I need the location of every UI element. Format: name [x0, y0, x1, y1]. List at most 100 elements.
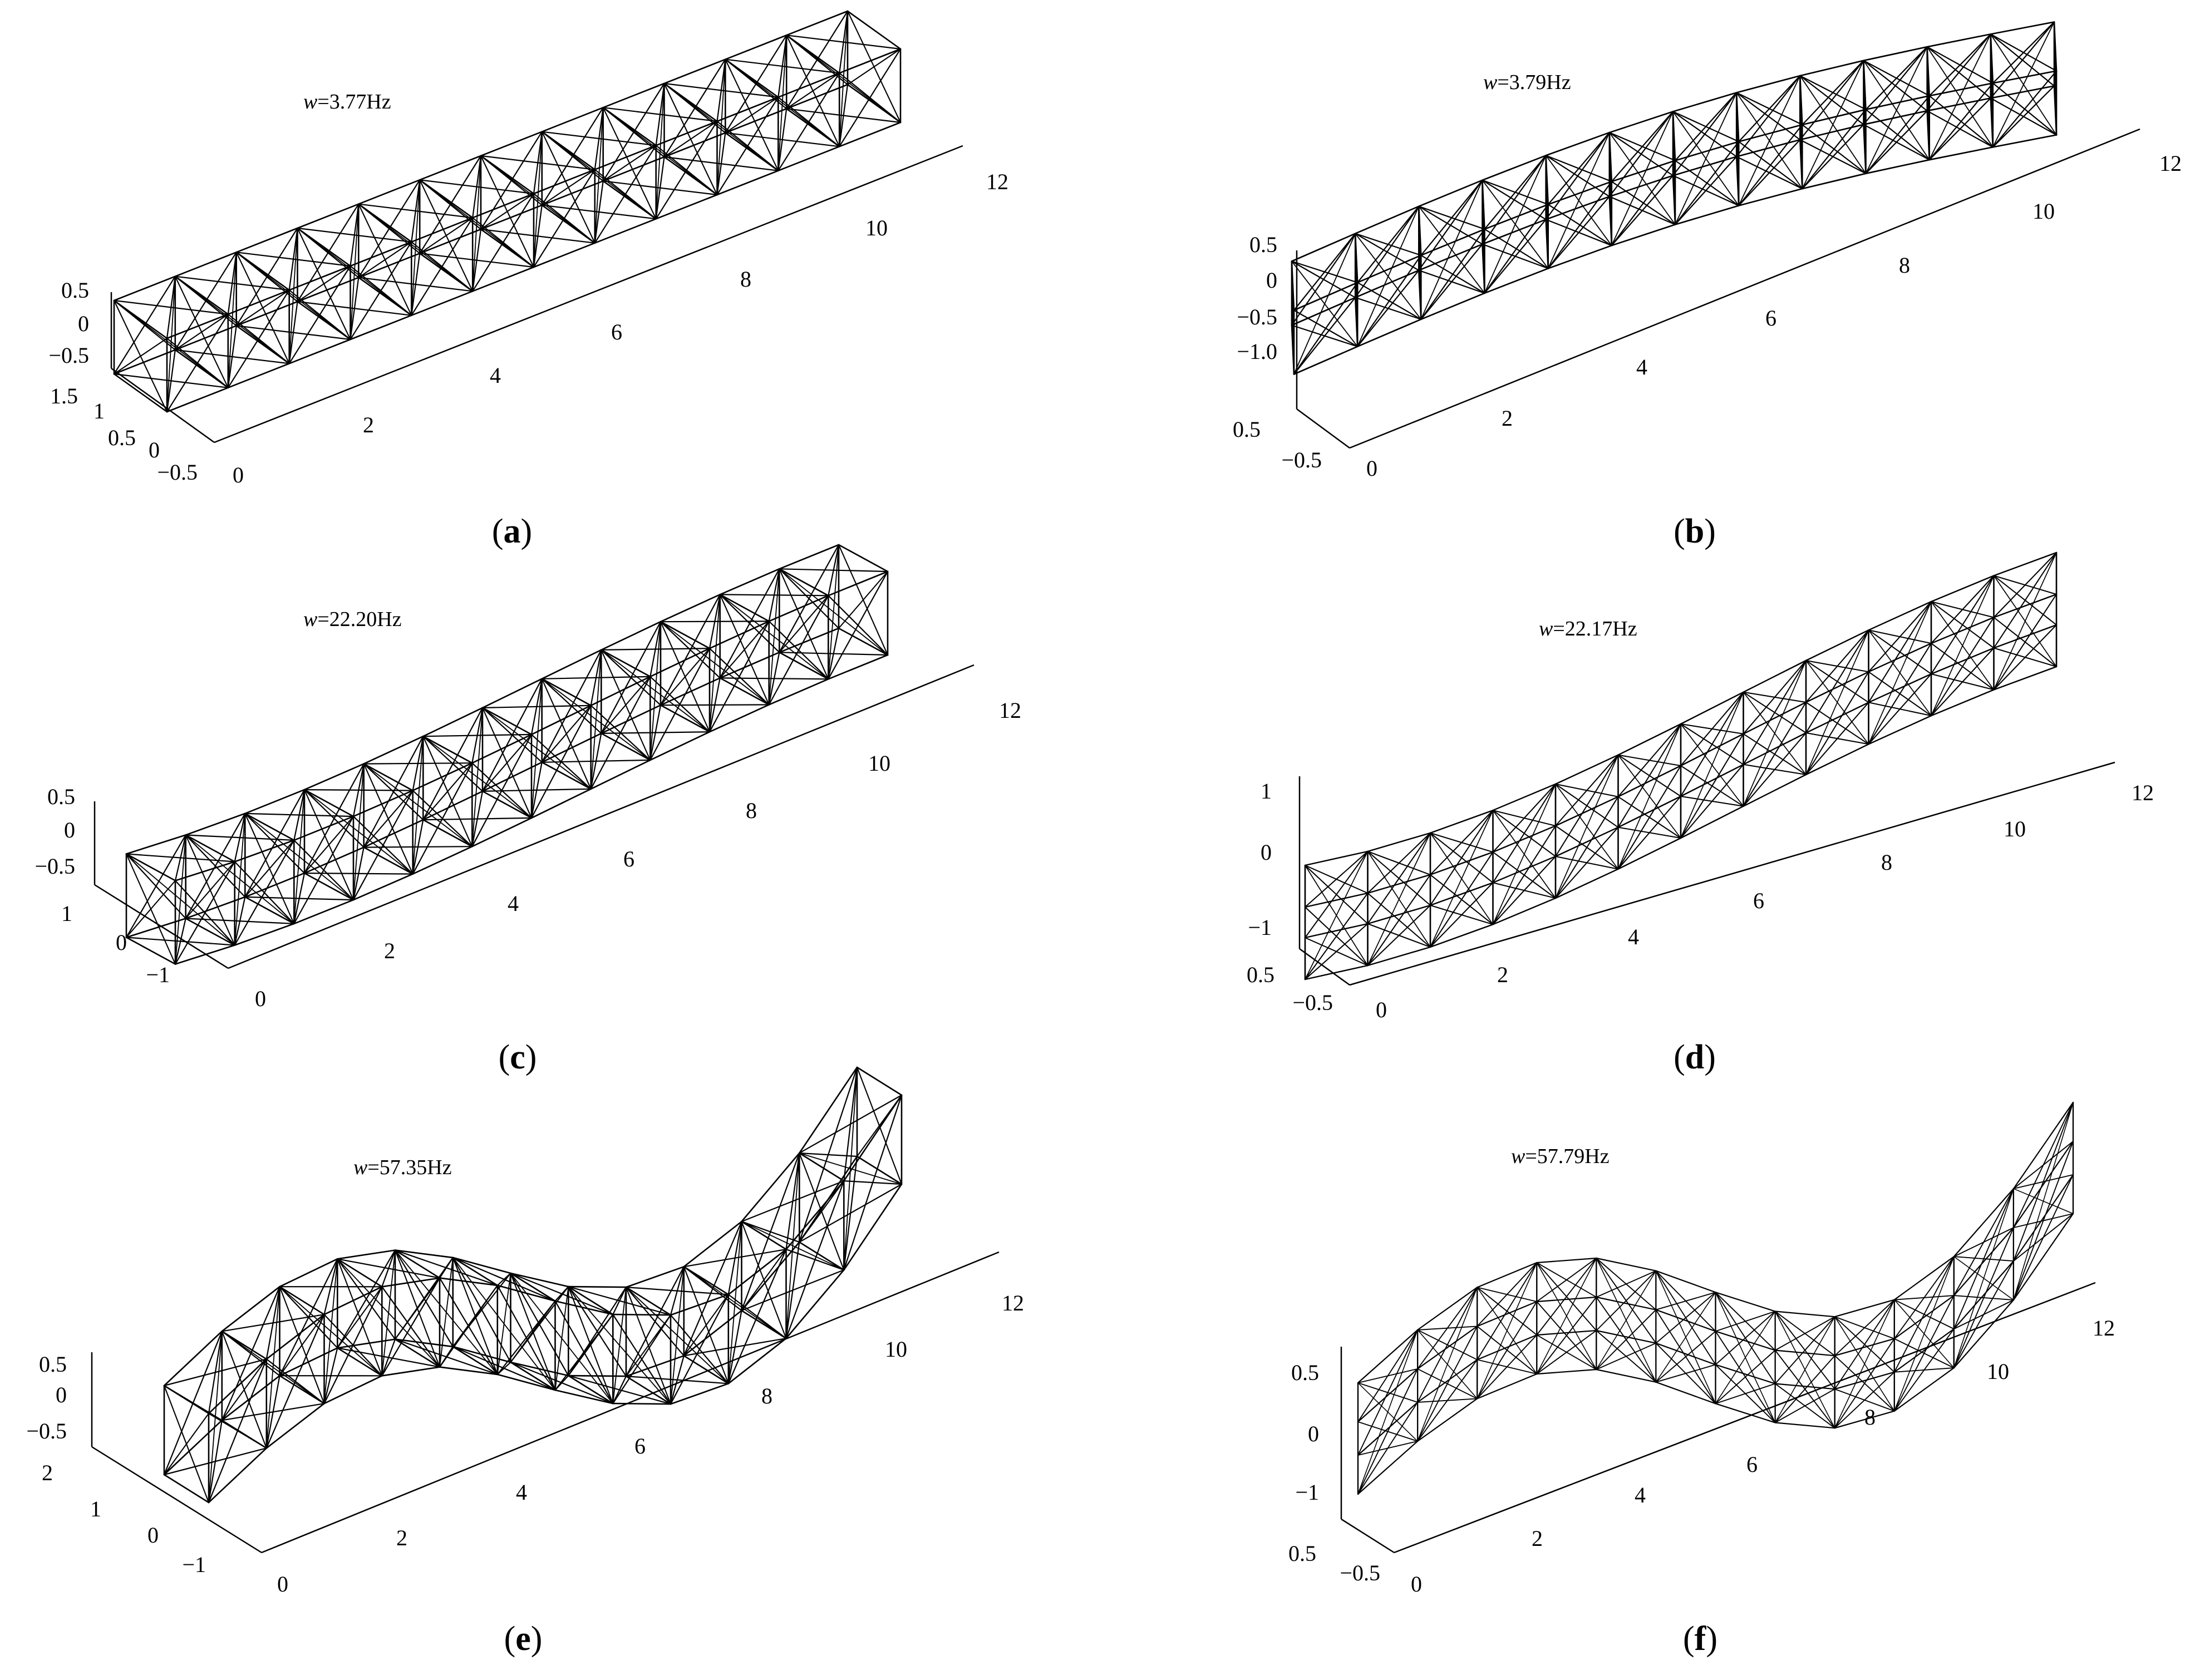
chord-member	[1367, 904, 1431, 925]
frame-member	[856, 1155, 903, 1185]
face-diagonal	[1596, 1330, 1657, 1383]
chord-member	[113, 275, 176, 302]
frame-member	[125, 853, 176, 881]
face-diagonal	[1805, 659, 1869, 703]
chord-member	[357, 252, 421, 279]
frame-diagonal	[541, 704, 592, 763]
chord-member	[1774, 1422, 1835, 1429]
space-diagonal	[1430, 832, 1494, 925]
space-diagonal	[601, 649, 710, 733]
face-diagonal	[419, 253, 535, 268]
face-diagonal	[279, 1286, 338, 1349]
space-diagonal	[126, 853, 235, 946]
chord-member	[1834, 1299, 1895, 1318]
face-diagonal	[1617, 826, 1682, 839]
chord-member	[1926, 97, 1992, 112]
chord-member	[1304, 964, 1369, 981]
space-diagonal	[1367, 851, 1431, 948]
face-diagonal	[1367, 923, 1431, 948]
y-axis-line	[111, 367, 215, 444]
x-axis-line	[1394, 1282, 2096, 1554]
frame-diagonal	[1482, 228, 1485, 245]
face-diagonal	[725, 132, 840, 147]
space-diagonal	[363, 763, 473, 848]
face-diagonal	[394, 1249, 454, 1348]
face-diagonal	[1545, 155, 1612, 183]
frame-diagonal	[2053, 70, 2058, 87]
chord-member	[1735, 139, 1801, 157]
x-axis-line	[214, 145, 963, 444]
frame-member	[719, 677, 770, 706]
chord-member	[227, 362, 291, 389]
chord-member	[2012, 1174, 2074, 1262]
chord-member	[1617, 765, 1682, 797]
face-diagonal	[1608, 132, 1674, 176]
panel-c: w=22.20Hz 0 2 4 6 8 10 12 −1 0 1 −0.5 0 …	[35, 544, 1021, 1076]
space-diagonal	[114, 300, 229, 388]
chord-member	[725, 34, 788, 60]
z-tick-0: 0	[56, 1382, 67, 1407]
face-diagonal	[1554, 783, 1619, 797]
face-diagonal	[422, 736, 484, 792]
x-tick-6: 6	[1746, 1452, 1758, 1477]
chord-member	[480, 204, 543, 230]
chord-member	[708, 704, 770, 733]
chord-member	[419, 155, 482, 181]
face-diagonal	[568, 1374, 672, 1405]
face-diagonal	[1357, 1382, 1419, 1403]
y-tick-1.5: 1.5	[50, 383, 78, 408]
y-tick-0: 0	[147, 1523, 159, 1548]
face-diagonal	[303, 789, 414, 791]
y-tick-0.5: 0.5	[1288, 1541, 1316, 1566]
x-tick-10: 10	[2032, 199, 2055, 224]
chord-member	[1930, 647, 1995, 675]
space-diagonal	[297, 228, 412, 316]
frame-member	[452, 1257, 499, 1287]
space-diagonal	[1672, 111, 1740, 206]
face-diagonal	[1736, 92, 1801, 141]
axes-a: 0 2 4 6 8 10 12 −0.5 0 0.5 1 1.5 −0.5 0 …	[48, 145, 1008, 487]
chord-member	[1805, 743, 1869, 776]
space-diagonal	[419, 179, 534, 268]
frame-diagonal	[1736, 141, 1740, 157]
frame-diagonal	[602, 145, 657, 182]
frame-diagonal	[235, 289, 290, 327]
axes-d: 0 2 4 6 8 10 12 −0.5 0.5 −1 0 1	[1247, 761, 2154, 1022]
frame-diagonal	[725, 96, 779, 134]
chord-member	[352, 873, 414, 901]
x-tick-8: 8	[740, 267, 751, 292]
x-tick-4: 4	[516, 1480, 527, 1505]
chord-member	[670, 1294, 730, 1316]
face-diagonal	[741, 1220, 800, 1243]
chord-member	[1715, 1292, 1776, 1312]
face-diagonal	[828, 595, 889, 656]
chord-member	[1799, 60, 1864, 77]
frame-member	[683, 1355, 730, 1385]
space-diagonal	[244, 812, 354, 901]
chord-member	[625, 1266, 685, 1288]
panel-a: w=3.77Hz 0 2 4 6 8 10 12 −0.5 0 0.5 1 1.…	[48, 10, 1008, 550]
chord-member	[1868, 600, 1932, 631]
face-diagonal	[1990, 33, 2058, 72]
chord-member	[1990, 21, 2055, 35]
face-diagonal	[1674, 160, 1740, 206]
panel-f: w=57.79Hz 0 2 4 6 8 10 12 −0.5 0.5 −1 0 …	[1288, 1101, 2115, 1658]
chord-member	[1484, 204, 1549, 230]
x-tick-12: 12	[2132, 780, 2154, 805]
face-diagonal	[174, 349, 290, 364]
frame-member	[452, 1346, 499, 1376]
chord-member	[649, 731, 711, 761]
chord-member	[602, 82, 665, 109]
face-diagonal	[660, 704, 770, 706]
x-tick-12: 12	[2093, 1316, 2115, 1341]
chord-member	[1547, 180, 1613, 205]
x-tick-10: 10	[1987, 1359, 2009, 1384]
frequency-label-e: w=57.35Hz	[353, 1156, 452, 1179]
z-tick-0: 0	[1308, 1421, 1319, 1446]
face-diagonal	[1418, 205, 1485, 230]
space-diagonal	[1736, 92, 1803, 190]
x-axis-line	[228, 664, 975, 969]
face-diagonal	[244, 812, 306, 874]
chord-member	[1868, 642, 1932, 673]
y-tick-neg0.5: −0.5	[1281, 447, 1322, 472]
